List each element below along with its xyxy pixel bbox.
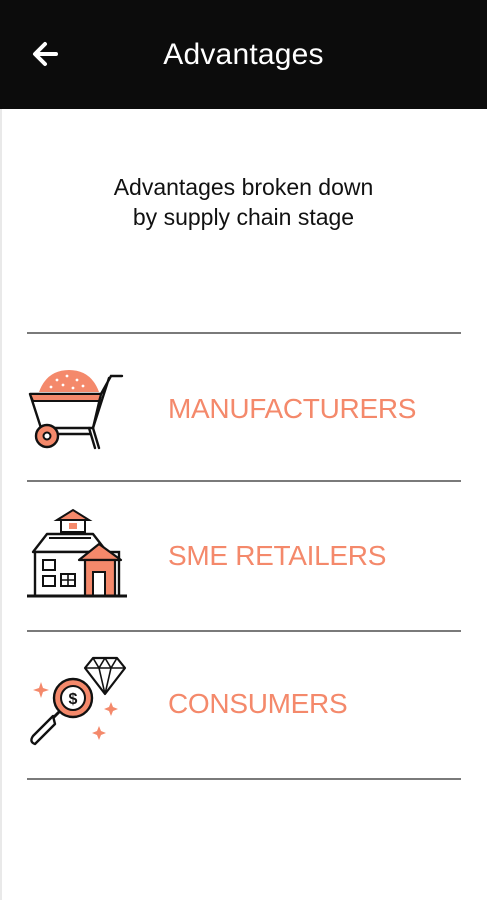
page-subtitle: Advantages broken down by supply chain s…: [40, 172, 447, 232]
stage-item-manufacturers[interactable]: MANUFACTURERS: [27, 334, 461, 480]
divider: [27, 332, 461, 334]
divider: [27, 630, 461, 632]
house-store-icon: [27, 506, 127, 606]
divider: [27, 480, 461, 482]
subtitle-line-1: Advantages broken down: [113, 174, 374, 200]
stage-item-sme-retailers[interactable]: SME RETAILERS: [27, 482, 461, 628]
top-app-bar: Advantages: [0, 0, 487, 109]
stage-item-consumers[interactable]: $ CONSUMERS: [27, 632, 461, 778]
stage-label: SME RETAILERS: [168, 540, 387, 571]
divider: [27, 778, 461, 780]
magnifier-dollar-diamond-icon: $: [27, 654, 127, 754]
page-title: Advantages: [163, 38, 324, 71]
left-edge-border: [0, 109, 2, 900]
subtitle-line-2: by supply chain stage: [132, 204, 355, 230]
wheelbarrow-icon: [27, 360, 127, 460]
svg-text:$: $: [69, 691, 78, 708]
arrow-left-icon: [33, 42, 58, 66]
stage-label: MANUFACTURERS: [168, 393, 417, 424]
stage-label: CONSUMERS: [168, 688, 348, 719]
back-button[interactable]: [26, 32, 70, 76]
